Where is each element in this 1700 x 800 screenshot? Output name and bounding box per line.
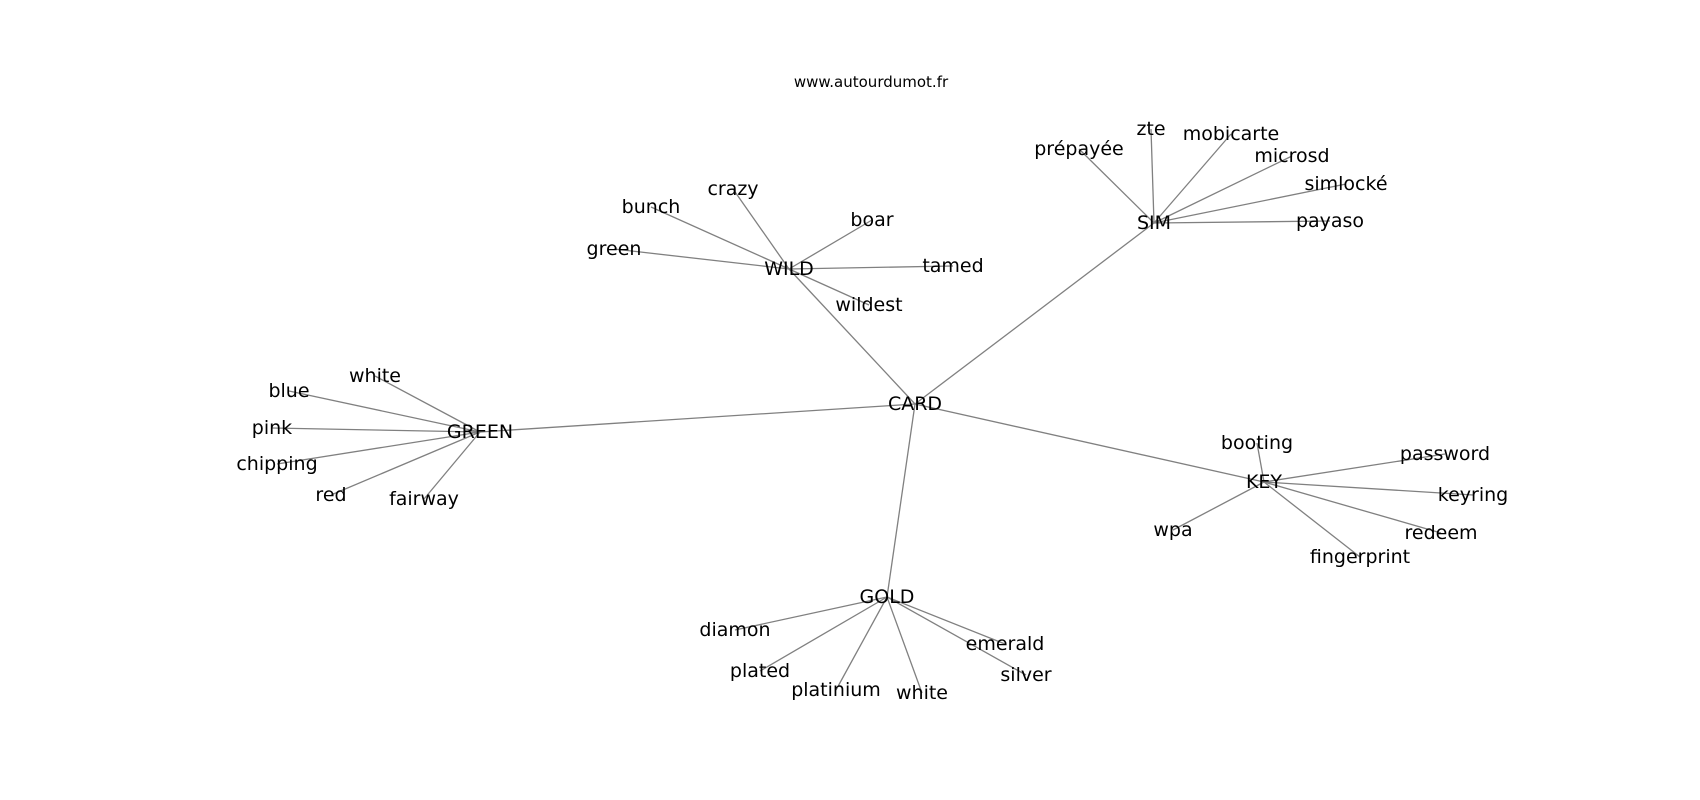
edge-wild-boar — [788, 219, 873, 270]
node-leaf-keyring[interactable]: keyring — [1438, 484, 1508, 506]
node-leaf-password[interactable]: password — [1400, 443, 1490, 465]
edge-wild-green — [613, 248, 790, 270]
node-leaf-chipping[interactable]: chipping — [236, 453, 317, 475]
node-hub-gold[interactable]: GOLD — [860, 586, 915, 608]
node-hub-sim[interactable]: SIM — [1137, 212, 1171, 234]
node-leaf-boar[interactable]: boar — [850, 209, 893, 231]
edge-key-keyring — [1263, 481, 1474, 496]
edge-sim-payaso — [1153, 220, 1331, 224]
node-leaf-emerald[interactable]: emerald — [966, 633, 1045, 655]
node-leaf-payaso[interactable]: payaso — [1296, 210, 1364, 232]
node-hub-key[interactable]: KEY — [1246, 471, 1282, 493]
edge-card-green-hub — [479, 403, 916, 433]
edge-gold-white-au — [886, 596, 923, 694]
edge-green-hub-blue — [288, 390, 481, 433]
node-leaf-white-au[interactable]: white — [896, 682, 948, 704]
node-leaf-red[interactable]: red — [315, 484, 346, 506]
edge-wild-bunch — [650, 206, 790, 270]
edge-gold-silver — [886, 596, 1027, 676]
node-leaf-fingerprint[interactable]: fingerprint — [1310, 546, 1410, 568]
node-leaf-pink[interactable]: pink — [252, 417, 292, 439]
edge-sim-prepayee — [1078, 148, 1155, 224]
node-leaf-microsd[interactable]: microsd — [1254, 145, 1329, 167]
edge-sim-microsd — [1153, 155, 1293, 224]
node-hub-wild[interactable]: WILD — [764, 258, 814, 280]
edge-card-key — [914, 403, 1265, 483]
node-leaf-prepayee[interactable]: prépayée — [1034, 138, 1123, 160]
node-leaf-bunch[interactable]: bunch — [622, 196, 681, 218]
edge-card-gold — [886, 403, 916, 598]
edge-green-hub-chipping — [276, 431, 481, 465]
edge-green-hub-fairway — [423, 431, 481, 500]
node-leaf-platinium[interactable]: platinium — [791, 679, 881, 701]
edge-gold-emerald — [886, 596, 1006, 645]
edge-sim-zte — [1150, 128, 1155, 224]
edge-card-wild — [788, 268, 916, 405]
edge-key-password — [1263, 453, 1446, 483]
edge-gold-platinium — [835, 596, 888, 691]
edge-wild-tamed — [788, 265, 954, 270]
node-leaf-fairway[interactable]: fairway — [389, 488, 459, 510]
edge-gold-plated — [759, 596, 888, 672]
edge-gold-diamon — [734, 596, 888, 631]
node-leaf-booting[interactable]: booting — [1221, 432, 1293, 454]
edge-key-redeem — [1263, 481, 1442, 534]
edge-wild-wildest — [788, 268, 870, 306]
edge-green-hub-white-g — [374, 375, 481, 433]
edge-green-hub-pink — [271, 427, 481, 433]
node-leaf-wildest[interactable]: wildest — [835, 294, 902, 316]
node-leaf-zte[interactable]: zte — [1136, 118, 1165, 140]
edge-sim-simlocke — [1153, 183, 1347, 224]
node-leaf-silver[interactable]: silver — [1000, 664, 1051, 686]
edge-sim-mobicarte — [1153, 133, 1232, 224]
edge-key-wpa — [1172, 481, 1265, 531]
node-leaf-crazy[interactable]: crazy — [707, 178, 758, 200]
node-hub-green-hub[interactable]: GREEN — [447, 421, 513, 443]
edge-key-booting — [1256, 442, 1265, 483]
edge-green-hub-red — [330, 431, 481, 496]
node-leaf-white-g[interactable]: white — [349, 365, 401, 387]
node-leaf-plated[interactable]: plated — [730, 660, 790, 682]
edge-card-sim — [914, 222, 1155, 405]
node-leaf-simlocke[interactable]: simlocké — [1304, 173, 1387, 195]
node-leaf-tamed[interactable]: tamed — [922, 255, 983, 277]
node-leaf-redeem[interactable]: redeem — [1404, 522, 1477, 544]
node-leaf-diamon[interactable]: diamon — [699, 619, 770, 641]
node-leaf-green[interactable]: green — [587, 238, 642, 260]
node-center-card[interactable]: CARD — [888, 393, 942, 415]
node-leaf-mobicarte[interactable]: mobicarte — [1183, 123, 1280, 145]
node-leaf-wpa[interactable]: wpa — [1153, 519, 1192, 541]
edge-wild-crazy — [732, 188, 790, 270]
site-url: www.autourdumot.fr — [793, 73, 949, 91]
edge-key-fingerprint — [1263, 481, 1361, 558]
node-leaf-blue[interactable]: blue — [268, 380, 309, 402]
